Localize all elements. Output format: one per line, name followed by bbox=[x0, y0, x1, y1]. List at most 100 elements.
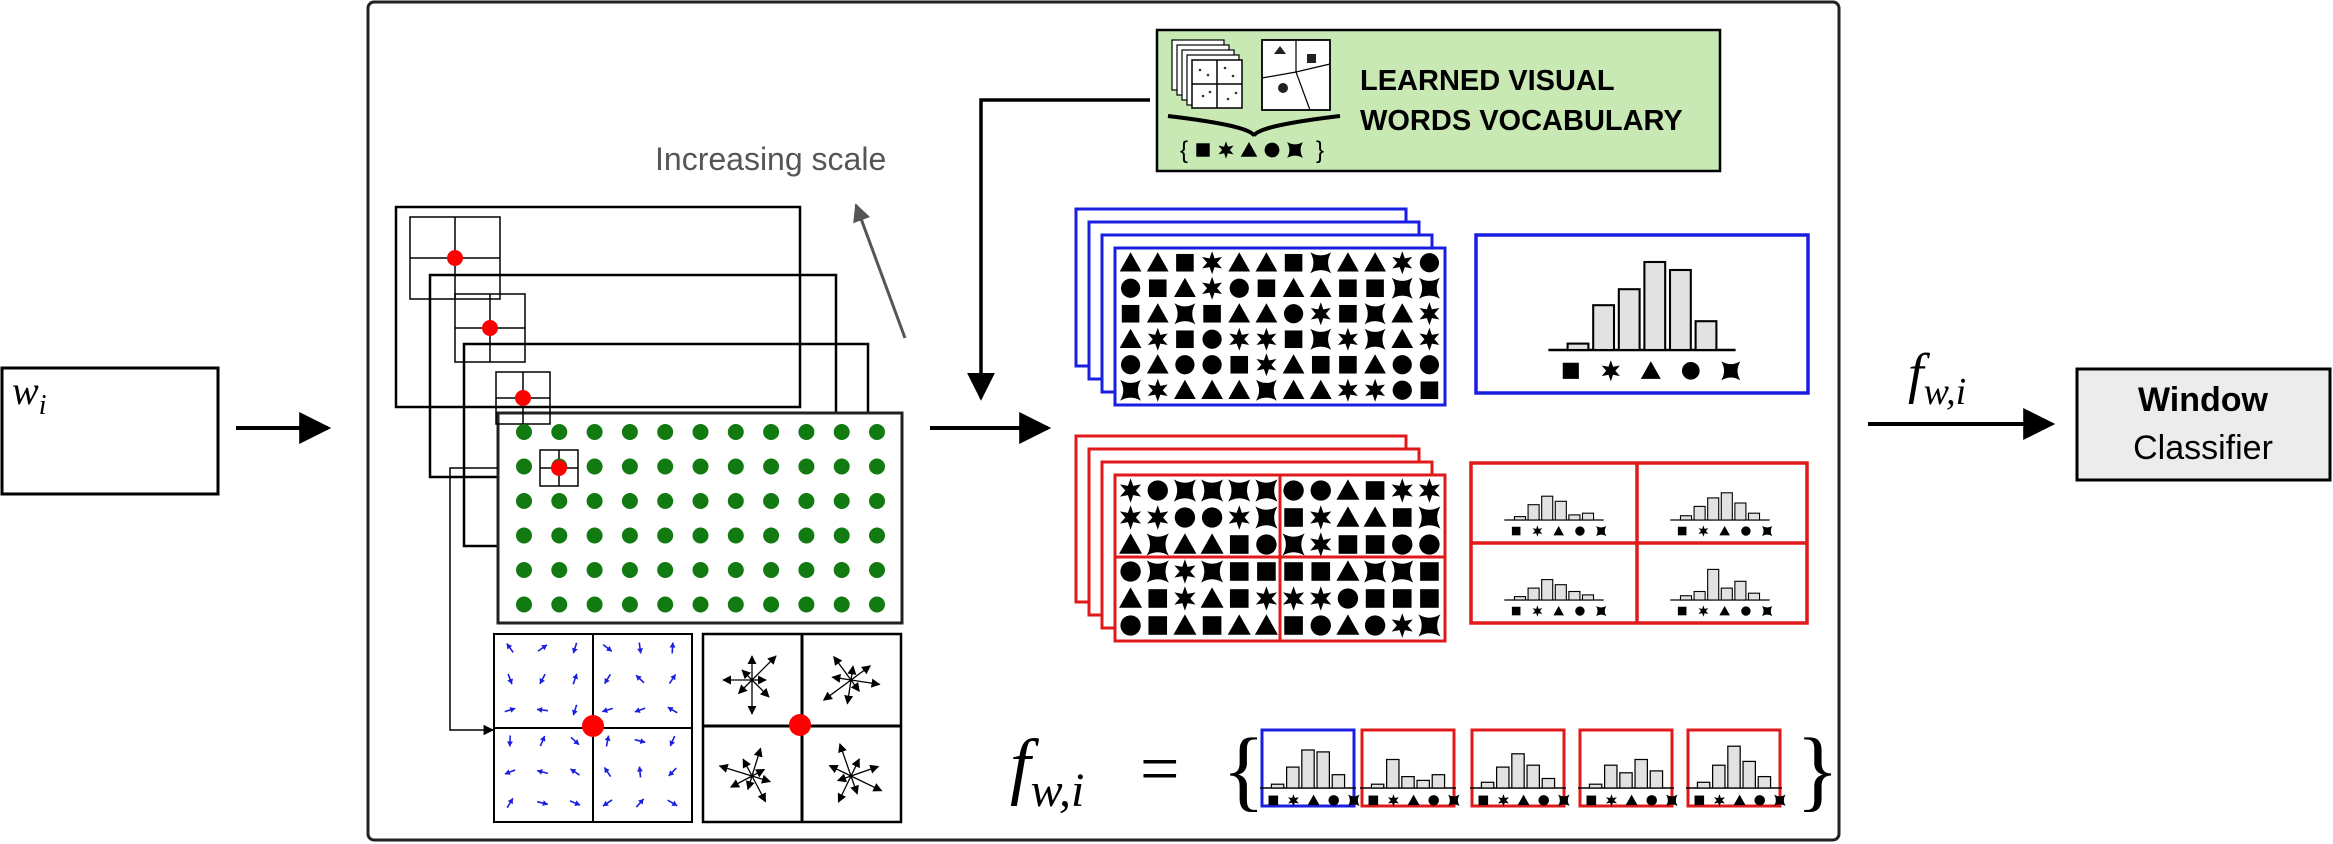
star-icon bbox=[1229, 327, 1250, 351]
orientation-histogram-icon bbox=[828, 743, 883, 803]
triangle-icon bbox=[1255, 252, 1278, 272]
dense-point bbox=[833, 424, 850, 440]
scale-label: Increasing scale bbox=[655, 141, 886, 177]
dense-point bbox=[551, 596, 568, 613]
circle-icon bbox=[1646, 795, 1657, 806]
square-icon bbox=[1366, 279, 1384, 298]
clusters-icon bbox=[1261, 39, 1331, 111]
dense-point bbox=[516, 562, 532, 578]
circle-icon bbox=[1175, 355, 1195, 375]
spatial-word-map-stack bbox=[1074, 434, 1447, 643]
dense-point bbox=[763, 562, 780, 578]
histogram-bar bbox=[1554, 500, 1567, 521]
histogram-bar bbox=[1541, 777, 1556, 789]
histogram-bar bbox=[1286, 766, 1300, 789]
star-icon bbox=[1418, 478, 1440, 503]
star-icon bbox=[1218, 141, 1234, 159]
histogram-bar bbox=[1734, 502, 1747, 521]
gradient-field-panel bbox=[493, 633, 693, 823]
bowtie-icon bbox=[1255, 479, 1278, 502]
star-icon bbox=[1310, 302, 1331, 326]
circle-icon bbox=[1120, 561, 1141, 582]
triangle-icon bbox=[1719, 525, 1730, 536]
triangle-icon bbox=[1733, 794, 1746, 806]
circle-icon bbox=[1575, 526, 1585, 536]
square-icon bbox=[1176, 330, 1194, 349]
histogram-bar bbox=[1693, 505, 1706, 521]
bowtie-icon bbox=[1310, 328, 1332, 350]
triangle-icon bbox=[1336, 479, 1360, 500]
star-icon bbox=[1498, 794, 1509, 807]
bowtie-icon bbox=[1146, 560, 1169, 583]
histogram-bar bbox=[1416, 779, 1430, 789]
triangle-icon bbox=[1119, 252, 1142, 272]
triangle-icon bbox=[1363, 506, 1387, 527]
square-icon bbox=[1284, 253, 1303, 272]
histogram-bar bbox=[1301, 749, 1315, 789]
histogram-bar bbox=[1679, 515, 1693, 521]
histogram-bar bbox=[1513, 516, 1527, 521]
histogram-bar bbox=[1634, 758, 1648, 789]
square-icon bbox=[1511, 526, 1521, 536]
triangle-icon bbox=[1228, 379, 1251, 400]
square-icon bbox=[1392, 508, 1412, 527]
bowtie-icon bbox=[1201, 560, 1224, 583]
square-icon bbox=[1677, 526, 1687, 536]
bowtie-icon bbox=[1287, 142, 1303, 158]
star-icon bbox=[1391, 478, 1413, 503]
square-icon bbox=[1311, 355, 1330, 374]
circle-icon bbox=[1754, 795, 1765, 806]
circle-icon bbox=[1419, 253, 1440, 273]
dense-point bbox=[586, 458, 603, 475]
scale-arrow bbox=[853, 203, 907, 339]
histogram-bar bbox=[1742, 760, 1756, 789]
circle-icon bbox=[1202, 355, 1222, 375]
square-icon bbox=[1420, 562, 1439, 581]
star-icon bbox=[1120, 478, 1142, 503]
triangle-icon bbox=[1364, 252, 1386, 272]
star-icon bbox=[1310, 532, 1332, 557]
square-icon bbox=[1420, 381, 1439, 400]
circle-icon bbox=[1201, 507, 1223, 528]
histogram-bar bbox=[1693, 590, 1706, 601]
dense-point bbox=[869, 493, 885, 509]
histogram-bar bbox=[1431, 774, 1446, 789]
dense-point bbox=[869, 458, 885, 475]
formula-lhs: fw,i bbox=[1010, 725, 1084, 817]
histogram-bar bbox=[1541, 495, 1554, 521]
patch-stack-icon bbox=[1171, 39, 1243, 109]
feature-vector-label: fw,i bbox=[1908, 343, 1966, 413]
dense-point bbox=[621, 527, 638, 544]
square-icon bbox=[1203, 304, 1221, 323]
histogram-bar bbox=[1527, 587, 1540, 601]
histogram-bar bbox=[1496, 766, 1510, 789]
circle-icon bbox=[1264, 142, 1280, 158]
square-icon bbox=[1311, 562, 1331, 581]
bowtie-icon bbox=[1228, 479, 1251, 502]
triangle-icon bbox=[1174, 379, 1196, 400]
triangle-icon bbox=[1336, 560, 1360, 581]
triangle-icon bbox=[1719, 605, 1730, 616]
dense-point bbox=[551, 562, 568, 578]
dense-point bbox=[551, 527, 568, 544]
triangle-icon bbox=[1173, 614, 1197, 635]
histogram-bar bbox=[1566, 342, 1590, 352]
star-icon bbox=[1283, 586, 1305, 611]
circle-icon bbox=[1428, 795, 1439, 806]
circle-icon bbox=[1538, 795, 1549, 806]
circle-icon bbox=[1310, 615, 1331, 636]
circle-icon bbox=[1310, 480, 1331, 501]
dense-point bbox=[833, 527, 850, 544]
circle-icon bbox=[1120, 278, 1141, 298]
triangle-icon bbox=[1407, 794, 1420, 806]
bowtie-icon bbox=[1255, 506, 1278, 529]
circle-icon bbox=[1392, 380, 1412, 400]
bowtie-icon bbox=[1418, 277, 1440, 299]
square-icon bbox=[1268, 795, 1279, 806]
dense-point bbox=[692, 493, 709, 509]
vocabulary-arrow bbox=[967, 98, 1150, 401]
triangle-icon bbox=[1200, 587, 1224, 608]
dense-point bbox=[798, 458, 815, 475]
circle-icon bbox=[1419, 534, 1440, 555]
triangle-icon bbox=[1391, 328, 1414, 349]
